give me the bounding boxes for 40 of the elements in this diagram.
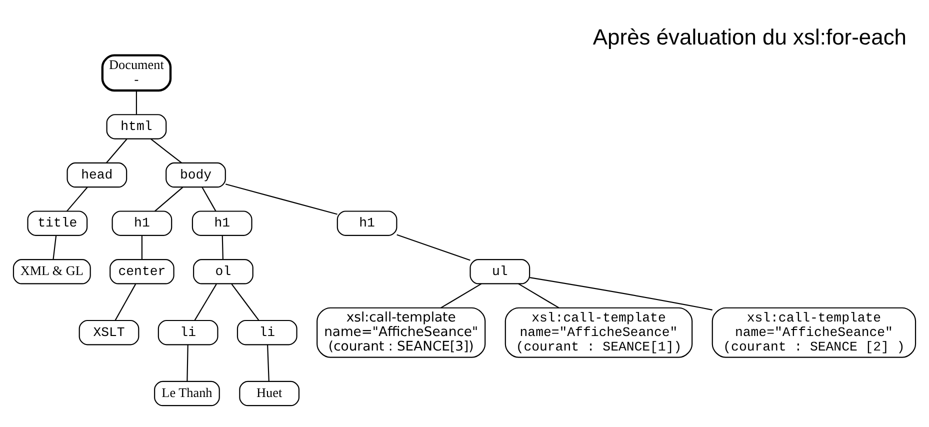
connector [154, 186, 184, 212]
connector [141, 235, 142, 259]
node-box: xsl:call-template name="AfficheSeance" (courant : SEANCE [2] ) [712, 306, 916, 358]
node-box: XML & GL [12, 258, 91, 284]
connector [518, 282, 560, 308]
node-box: ul [470, 258, 530, 284]
connector [222, 235, 224, 259]
node-box: body [166, 162, 226, 188]
connector [186, 344, 188, 381]
node-box: XSLT [78, 319, 140, 345]
node-box: head [66, 162, 128, 188]
connector [66, 186, 88, 212]
node-box: Huet [239, 380, 300, 406]
connector [530, 276, 712, 310]
diagram-title: Après évaluation du xsl:for-each [592, 24, 907, 49]
connector [267, 344, 270, 381]
connector [202, 186, 216, 211]
node-box: li [236, 319, 298, 345]
node-box: li [158, 319, 218, 345]
connector [396, 234, 470, 260]
node-box: Le Thanh [154, 380, 220, 406]
node-box: xsl:call-template name="AfficheSeance" (courant : SEANCE[1]) [504, 306, 693, 358]
node-box: center [110, 258, 174, 284]
node-box: h1 [336, 210, 398, 236]
node-box: xsl:call-template name="AfficheSeance" (courant : SEANCE[3]) [316, 306, 486, 358]
node-box: title [27, 210, 88, 236]
connector [150, 138, 182, 163]
connector [194, 283, 217, 320]
node-box: Document - [101, 54, 172, 92]
connector [114, 283, 136, 320]
node-box: ol [193, 258, 254, 284]
node-box: html [106, 114, 167, 139]
node-box: h1 [192, 210, 252, 236]
connector [231, 283, 260, 320]
connector [225, 183, 338, 214]
connector [106, 138, 128, 163]
node-box: h1 [112, 210, 172, 236]
connector [440, 282, 482, 308]
connector [52, 235, 57, 260]
connector [136, 90, 138, 114]
